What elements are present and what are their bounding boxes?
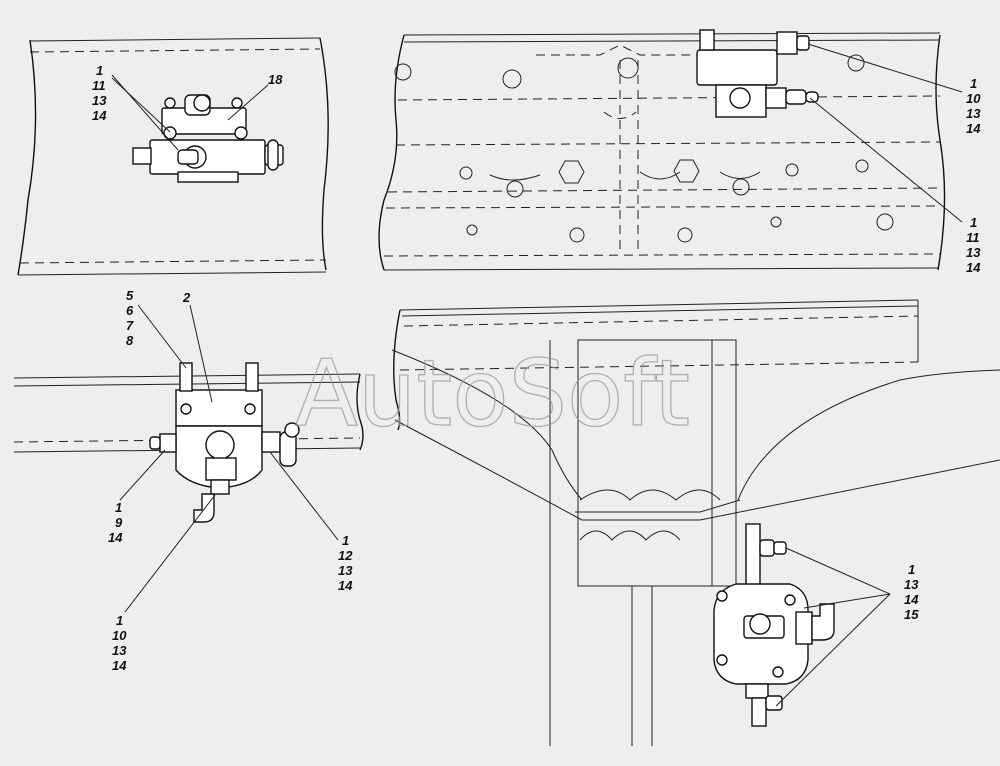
callout-number: 14 — [338, 578, 353, 593]
callout-number: 7 — [126, 318, 134, 333]
callout-ml-1-10-13-14: 1 10 13 14 — [112, 613, 127, 673]
callout-tl-18: 18 — [268, 72, 283, 87]
callout-number: 13 — [966, 106, 981, 121]
callout-number: 9 — [115, 515, 123, 530]
callout-tr-1-11-13-14: 1 11 13 14 — [966, 215, 981, 275]
callout-number: 6 — [126, 303, 134, 318]
callout-tr-1-10-13-14: 1 10 13 14 — [966, 76, 981, 136]
view-bottom-right — [391, 299, 1000, 746]
callout-ml-1-9-14: 1 9 14 — [108, 500, 123, 545]
fuel-filter-middle-left — [149, 362, 300, 523]
fuel-filter-bottom-right — [713, 523, 835, 727]
callout-number: 15 — [904, 607, 919, 622]
callout-number: 14 — [966, 260, 981, 275]
callout-number: 1 — [116, 613, 123, 628]
callout-ml-5-6-7-8: 5 6 7 8 — [126, 288, 134, 348]
callout-number: 14 — [92, 108, 107, 123]
view-middle-left — [13, 304, 364, 613]
callout-number: 13 — [966, 245, 981, 260]
callout-number: 13 — [904, 577, 919, 592]
callout-number: 12 — [338, 548, 353, 563]
callout-number: 13 — [338, 563, 353, 578]
callout-number: 14 — [112, 658, 127, 673]
callout-br-1-13-14-15: 1 13 14 15 — [904, 562, 919, 622]
fuel-filter-top-right — [696, 29, 819, 118]
fuel-filter-top-left — [132, 94, 284, 183]
callout-number: 11 — [92, 78, 106, 93]
callout-number: 8 — [126, 333, 134, 348]
callout-number: 14 — [904, 592, 919, 607]
callout-number: 1 — [115, 500, 122, 515]
callout-number: 13 — [112, 643, 127, 658]
callout-number: 1 — [908, 562, 915, 577]
view-top-left — [17, 37, 329, 276]
callout-number: 14 — [108, 530, 123, 545]
callout-number: 10 — [112, 628, 127, 643]
callout-number: 13 — [92, 93, 107, 108]
watermark-text: AutoSoft — [295, 340, 690, 447]
callout-number: 10 — [966, 91, 981, 106]
callout-number: 11 — [966, 230, 980, 245]
callout-number: 1 — [96, 63, 103, 78]
view-top-right — [378, 29, 963, 271]
callout-number: 1 — [970, 215, 977, 230]
callout-number: 5 — [126, 288, 134, 303]
callout-number: 18 — [268, 72, 283, 87]
callout-number: 1 — [342, 533, 349, 548]
callout-tl-1-11-13-14: 1 11 13 14 — [92, 63, 107, 123]
callout-ml-2: 2 — [182, 290, 191, 305]
callout-number: 14 — [966, 121, 981, 136]
callout-number: 1 — [970, 76, 977, 91]
callout-ml-1-12-13-14: 1 12 13 14 — [338, 533, 353, 593]
callout-number: 2 — [182, 290, 191, 305]
